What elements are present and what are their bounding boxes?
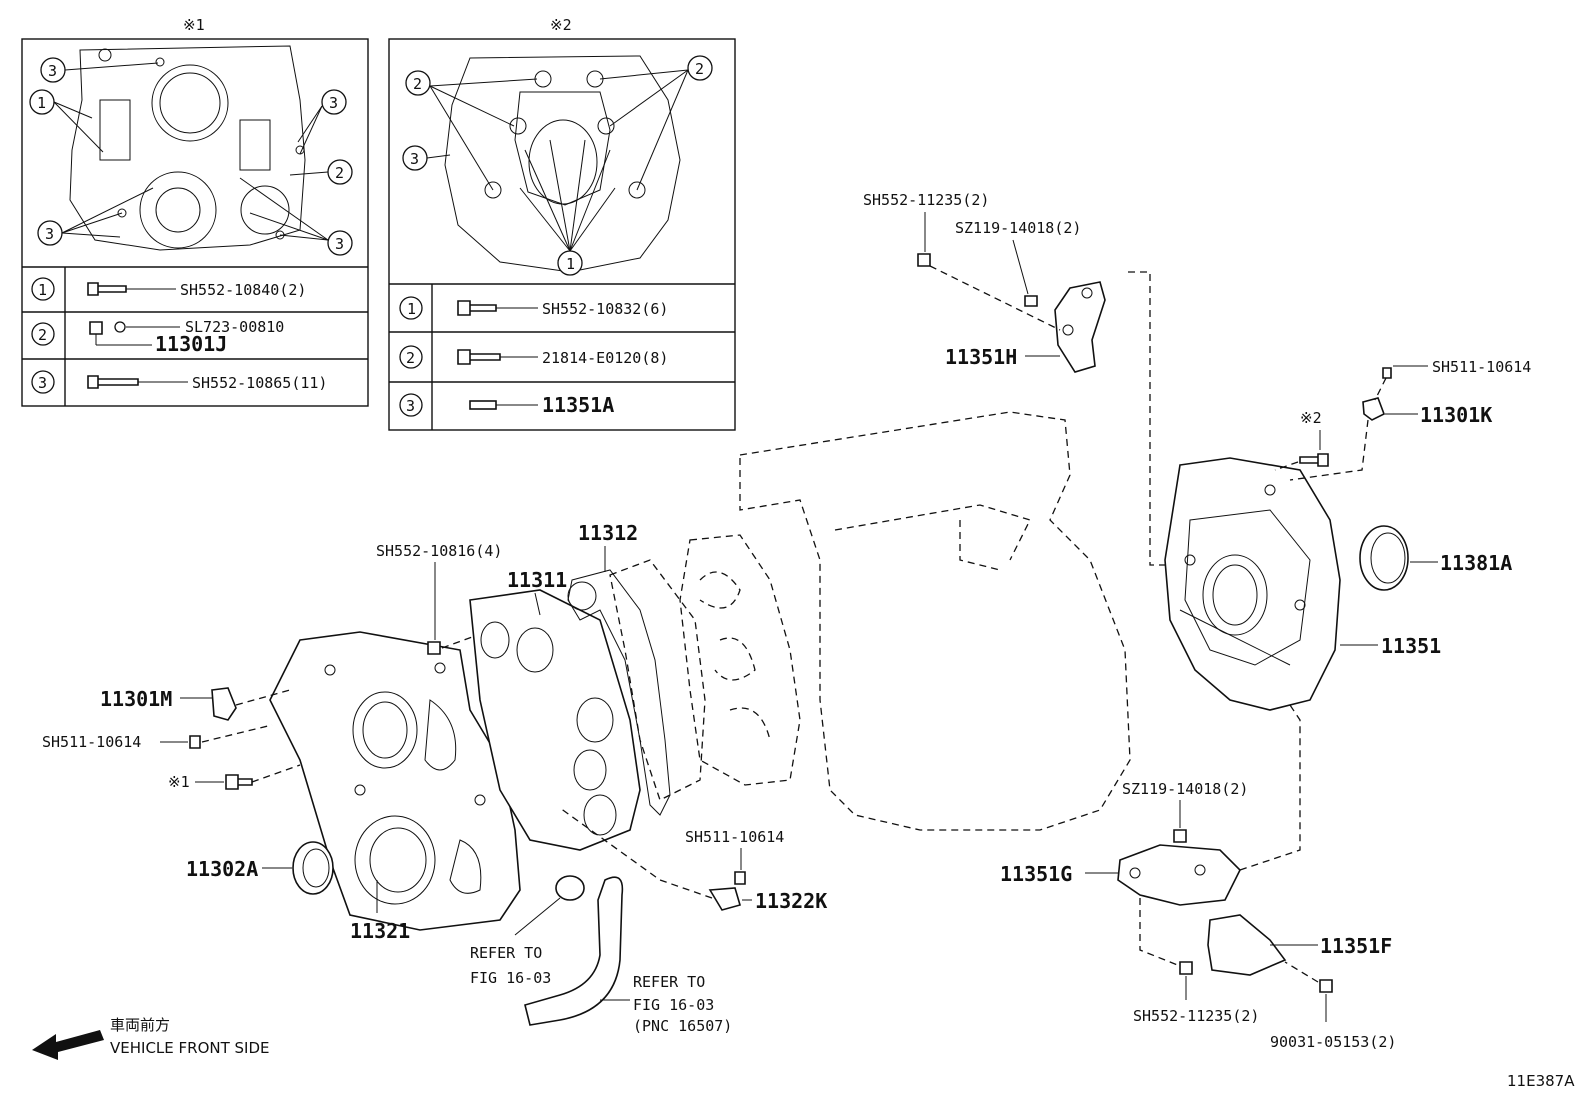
front-timing-plate [609, 559, 706, 801]
label-11322k: 11322K [755, 889, 827, 913]
svg-text:1: 1 [38, 281, 47, 299]
label-11302a: 11302A [186, 857, 258, 881]
bolt-ref-2: ※2 [1274, 409, 1329, 471]
timing-cover-11321 [269, 631, 521, 931]
label-refer-1b: FIG 16-03 [470, 969, 551, 987]
oil-pipe: REFER TO FIG 16-03 (PNC 16507) [524, 876, 732, 1035]
inset-2-part-2: 21814-E0120(8) [542, 349, 668, 367]
sensor-11301m: 11301M SH511-10614 [42, 687, 291, 751]
inset-1-part-3: SH552-10865(11) [192, 374, 327, 392]
label-sh552-10816: SH552-10816(4) [376, 542, 502, 560]
label-refer-2a: REFER TO [633, 973, 705, 991]
engine-block-outline [679, 411, 1131, 831]
inset-1: ※1 3 1 3 [21, 16, 369, 407]
inset-2-part-3: 11351A [542, 393, 614, 417]
svg-text:2: 2 [406, 349, 415, 367]
svg-text:1: 1 [37, 94, 46, 112]
o-ring: REFER TO FIG 16-03 [470, 875, 585, 987]
label-11301m: 11301M [100, 687, 172, 711]
label-sh511-10614-right: SH511-10614 [1432, 358, 1531, 376]
label-11351g: 11351G [1000, 862, 1072, 886]
inset-1-row-2: 2 SL723-00810 11301J [31, 318, 284, 356]
bracket-11351h: SH552-11235(2) SZ119-14018(2) 11351H [863, 191, 1165, 566]
label-refer-1a: REFER TO [470, 944, 542, 962]
label-11381a: 11381A [1440, 551, 1512, 575]
label-sh552-11235-top: SH552-11235(2) [863, 191, 989, 209]
label-11321: 11321 [350, 919, 410, 943]
inset-2-part-1: SH552-10832(6) [542, 300, 668, 318]
svg-text:3: 3 [410, 150, 419, 168]
svg-text:2: 2 [413, 75, 422, 93]
bracket-11351f: 11351F SH552-11235(2) 90031-05153(2) [1133, 914, 1396, 1051]
svg-text:1: 1 [566, 255, 575, 273]
label-refer-2c: (PNC 16507) [633, 1017, 732, 1035]
callouts-inset-2: 2 2 3 1 [402, 55, 713, 276]
svg-text:2: 2 [335, 164, 344, 182]
label-11301k: 11301K [1420, 403, 1492, 427]
svg-text:3: 3 [406, 397, 415, 415]
inset-1-title: ※1 [183, 16, 205, 34]
label-sz119-14018-bot: SZ119-14018(2) [1122, 780, 1248, 798]
oil-seal-11381a: 11381A [1359, 525, 1512, 591]
svg-text:2: 2 [695, 60, 704, 78]
inset-2-title: ※2 [550, 16, 572, 34]
inset-2-row-2: 2 21814-E0120(8) [399, 345, 668, 369]
label-sh511-10614-left: SH511-10614 [42, 733, 141, 751]
oil-seal-11302a: 11302A [186, 841, 334, 895]
label-ref-2: ※2 [1300, 409, 1322, 427]
sensor-11301k: SH511-10614 11301K [1289, 358, 1531, 481]
inset-1-part-1: SH552-10840(2) [180, 281, 306, 299]
gasket-11312 [567, 569, 671, 816]
label-11311: 11311 [507, 568, 567, 592]
label-11351: 11351 [1381, 634, 1441, 658]
inset-1-part-2: SL723-00810 [185, 318, 284, 336]
vehicle-front-indicator: 車両前方 VEHICLE FRONT SIDE [32, 1016, 270, 1060]
svg-text:3: 3 [45, 225, 54, 243]
label-sh511-10614-mid: SH511-10614 [685, 828, 784, 846]
label-ref-1: ※1 [168, 773, 190, 791]
inset-2-row-1: 1 SH552-10832(6) [399, 296, 668, 320]
label-11312: 11312 [578, 521, 638, 545]
label-sz119-14018-top: SZ119-14018(2) [955, 219, 1081, 237]
svg-text:3: 3 [335, 235, 344, 253]
label-refer-2b: FIG 16-03 [633, 996, 714, 1014]
svg-text:3: 3 [48, 62, 57, 80]
svg-text:3: 3 [329, 94, 338, 112]
inset-1-part-2b: 11301J [155, 332, 227, 356]
front-arrow-icon [32, 1030, 104, 1060]
timing-cover-sketch-1 [69, 45, 306, 251]
bracket-11351g: SZ119-14018(2) 11351G [1000, 704, 1301, 969]
inset-1-row-3: 3 SH552-10865(11) [31, 370, 327, 394]
inset-1-row-1: 1 SH552-10840(2) [31, 277, 306, 301]
figure-code: 11E387A [1507, 1072, 1575, 1090]
svg-text:2: 2 [38, 326, 47, 344]
svg-text:1: 1 [407, 300, 416, 318]
label-front-en: VEHICLE FRONT SIDE [110, 1039, 270, 1057]
inset-2-row-3: 3 11351A [399, 393, 614, 417]
flywheel-housing-11351 [1164, 457, 1341, 711]
label-90031-05153: 90031-05153(2) [1270, 1033, 1396, 1051]
callouts-inset-1: 3 1 3 2 3 3 [29, 57, 353, 256]
bracket-11322k: SH511-10614 11322K [559, 807, 827, 913]
label-front-jp: 車両前方 [110, 1016, 170, 1034]
label-sh552-11235-bot: SH552-11235(2) [1133, 1007, 1259, 1025]
inset-2: ※2 2 2 3 1 [388, 16, 736, 431]
label-11351f: 11351F [1320, 934, 1392, 958]
label-11351h: 11351H [945, 345, 1017, 369]
svg-text:3: 3 [38, 374, 47, 392]
flywheel-housing-sketch [444, 55, 681, 273]
bolt-ref-1: ※1 [168, 764, 301, 791]
